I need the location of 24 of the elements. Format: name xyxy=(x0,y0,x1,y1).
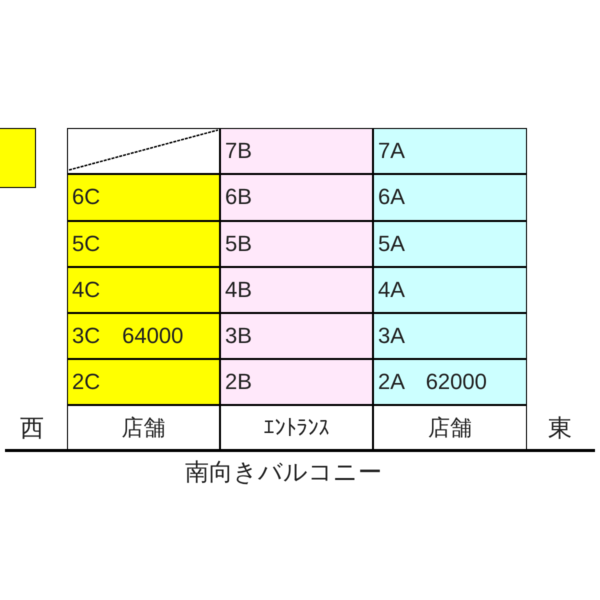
balcony-label: 南向きバルコニー xyxy=(185,458,382,488)
unit-cell: 6B xyxy=(220,174,373,221)
ground-floor-cell: ｴﾝﾄﾗﾝｽ xyxy=(220,405,373,450)
unit-cell: 2A 62000 xyxy=(373,359,527,405)
unit-cell: 6C xyxy=(67,174,220,221)
unit-cell: 3B xyxy=(220,313,373,359)
unit-cell: 2B xyxy=(220,359,373,405)
unit-cell: 6A xyxy=(373,174,527,221)
unit-cell: 7A xyxy=(373,128,527,174)
unit-cell: 7B xyxy=(220,128,373,174)
unit-cell: 5A xyxy=(373,221,527,267)
unit-cell: 5C xyxy=(67,221,220,267)
unit-cell: 5B xyxy=(220,221,373,267)
unit-cell: 3C 64000 xyxy=(67,313,220,359)
direction-label: 東 xyxy=(548,414,572,444)
unit-cell: 2C xyxy=(67,359,220,405)
blank-cell xyxy=(67,128,220,174)
unit-cell: 4A xyxy=(373,267,527,313)
direction-label: 西 xyxy=(20,414,44,444)
ground-floor-cell: 店舗 xyxy=(373,405,527,450)
unit-cell: 4B xyxy=(220,267,373,313)
unit-cell: 4C xyxy=(67,267,220,313)
unit-cell: 3A xyxy=(373,313,527,359)
ground-floor-cell: 店舗 xyxy=(67,405,220,450)
